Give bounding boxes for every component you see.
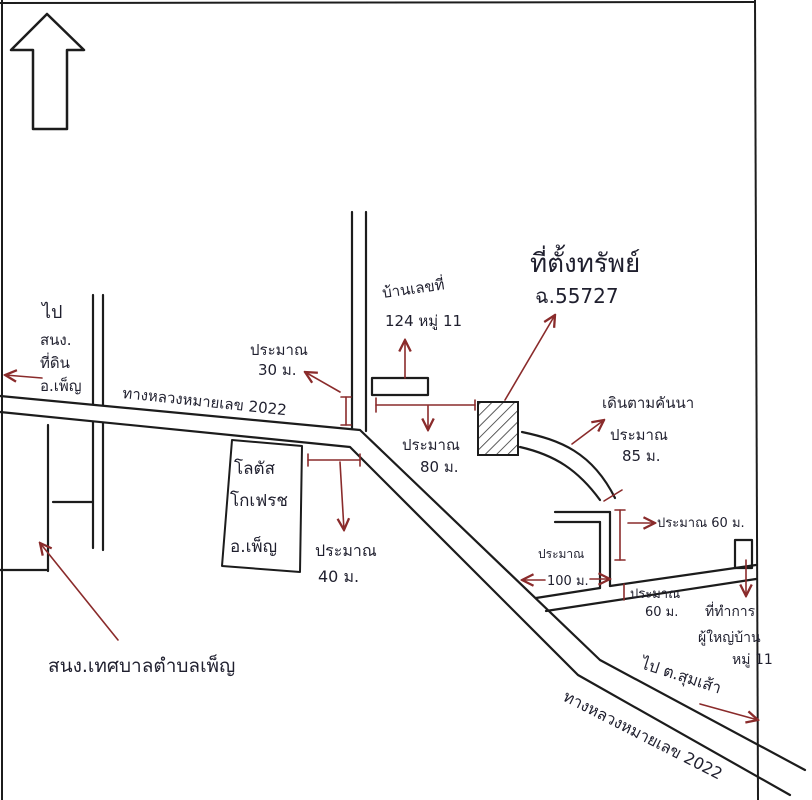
label-line: ไป: [40, 301, 62, 323]
distance-label: ประมาณ: [250, 341, 308, 359]
headman-label: หมู่ 11: [732, 652, 773, 668]
house-124-building: [370, 376, 430, 397]
headman-label: ผู้ใหญ่บ้าน: [698, 629, 761, 646]
distance-60m-right-marker: [614, 509, 655, 561]
label-line: ที่ดิน: [40, 352, 70, 372]
distance-40m-marker: [307, 453, 361, 530]
label-line: สนง.: [40, 331, 72, 349]
left-crossing-road: [91, 293, 105, 552]
lotus-label: โกเฟรช: [230, 490, 288, 511]
highway-lower-edge: [0, 410, 792, 797]
lotus-label: โลตัส: [234, 458, 276, 479]
path-edge: [518, 445, 602, 502]
distance-label: 40 ม.: [318, 567, 359, 586]
paddy-embankment-path: [518, 420, 623, 502]
walk-label: เดินตามคันนา: [602, 394, 694, 412]
distance-label: ประมาณ: [538, 547, 584, 561]
highway-label-left: ทางหลวงหมายเลข 2022: [122, 384, 288, 419]
property-deed-number: ฉ.55727: [535, 284, 619, 308]
municipality-label: สนง.เทศบาลตำบลเพ็ญ: [48, 653, 235, 677]
highway-2022: [0, 394, 807, 797]
village-road-edge: [534, 586, 602, 600]
distance-label: 100 ม.: [547, 574, 589, 589]
distance-label: ประมาณ 60 ม.: [657, 516, 745, 531]
distance-label: ประมาณ: [315, 541, 377, 560]
house-label: 124 หมู่ 11: [385, 312, 462, 330]
distance-100m-marker: [522, 579, 610, 580]
highway-upper-edge: [0, 394, 807, 772]
municipality-pointer-arrow: [40, 543, 119, 641]
distance-label: ประมาณ: [402, 436, 460, 454]
to-land-office-label: ไป สนง. ที่ดิน อ.เพ็ญ: [40, 301, 82, 395]
property-pointer-arrow: [504, 315, 555, 401]
hatched-property-icon: [477, 401, 519, 456]
distance-80m-marker: [375, 397, 476, 430]
headman-office-building: [733, 538, 754, 570]
soi-road: [350, 210, 368, 433]
walk-label: 85 ม.: [622, 447, 661, 465]
distance-30m-marker: [305, 372, 352, 426]
to-sum-sao-arrow: [699, 703, 758, 720]
walk-label: ประมาณ: [610, 426, 668, 444]
distance-label: 30 ม.: [258, 361, 297, 379]
highway-label-right: ทางหลวงหมายเลข 2022: [560, 687, 725, 784]
to-land-office-arrow: [5, 375, 43, 378]
pointer-arrow: [340, 461, 344, 530]
label-line: อ.เพ็ญ: [40, 376, 82, 395]
distance-label: 60 ม.: [645, 605, 678, 620]
frame-top: [0, 1, 757, 4]
house-label: บ้านเลขที่: [381, 273, 446, 302]
property-title: ที่ตั้งทรัพย์: [530, 244, 640, 279]
pointer-arrow: [305, 372, 341, 393]
distance-label: ประมาณ: [630, 587, 680, 602]
pointer-arrow: [571, 420, 604, 445]
to-sum-sao-label: ไป ต.สุมเส้า: [637, 653, 724, 698]
lotus-label: อ.เพ็ญ: [230, 535, 277, 557]
lotus-go-fresh-building: [221, 439, 303, 573]
municipality-compound: [0, 423, 94, 573]
frame-right: [754, 0, 759, 800]
map-frame: [0, 0, 759, 800]
north-arrow-icon: [9, 12, 86, 131]
path-edge: [520, 430, 617, 500]
distance-label: 80 ม.: [420, 458, 459, 476]
village-road-edge: [544, 577, 758, 613]
village-road-edge: [608, 563, 758, 588]
headman-label: ที่ทำการ: [705, 602, 756, 620]
path-end-tick: [603, 489, 623, 502]
village-road: [534, 563, 758, 613]
